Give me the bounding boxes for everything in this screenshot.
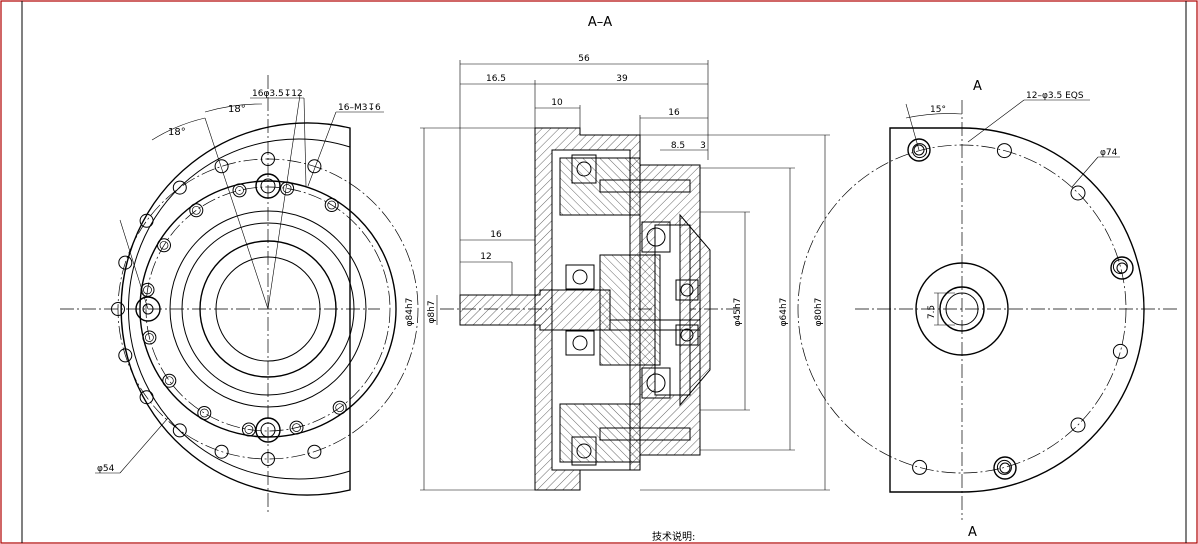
bolt-hole — [261, 452, 275, 466]
section-marker-top: A — [973, 79, 982, 94]
bolt-hole-thread — [282, 184, 292, 193]
bolt-hole — [214, 159, 229, 174]
bolt-hole — [139, 213, 154, 228]
left-pcd-inner — [145, 186, 391, 432]
right-holes-callout: 12–φ3.5 EQS — [1026, 91, 1084, 101]
bolt-hole — [197, 406, 212, 420]
bolt-hole-thread — [159, 240, 169, 250]
right-pcd-label: φ74 — [1100, 148, 1118, 158]
dia-45: φ45h7 — [733, 298, 743, 327]
bolt-hole — [232, 183, 247, 198]
bolt-hole — [118, 348, 133, 363]
dim-16-shaft: 16 — [490, 230, 502, 240]
bolt-hole-thread — [164, 376, 174, 386]
bolt-hole — [1070, 185, 1086, 201]
bolt-hole — [280, 181, 295, 196]
bolt-hole — [307, 444, 322, 459]
left-pcd-label: φ54 — [97, 464, 115, 474]
bolt-hole-thread — [235, 186, 244, 195]
section-dimensions — [420, 60, 830, 491]
bolt-hole — [912, 459, 928, 475]
bolt-hole — [157, 238, 171, 253]
left-holes-callout: 16φ3.5↧12 — [252, 89, 303, 99]
bolt-hole — [261, 152, 275, 166]
right-pcd — [797, 144, 1127, 474]
dim-12: 12 — [480, 252, 491, 262]
right-dim-7-5: 7.5 — [927, 305, 937, 319]
bolt-hole — [142, 330, 157, 345]
section-title: A–A — [588, 15, 612, 30]
bolt-hole — [139, 390, 154, 405]
dim-8-5: 8.5 — [671, 141, 685, 151]
bolt-hole — [307, 159, 322, 174]
bolt-hole-thread — [327, 200, 337, 210]
bolt-hole-thread — [191, 205, 201, 215]
bolt-hole — [214, 444, 229, 459]
dim-10: 10 — [551, 98, 563, 108]
bolt-hole — [996, 459, 1012, 475]
dim-3: 3 — [700, 141, 706, 151]
bearings — [565, 154, 699, 466]
bolt-hole — [324, 198, 339, 212]
right-angle: 15° — [930, 105, 946, 115]
left-threads-callout: 16–M3↧6 — [338, 103, 381, 113]
bolt-hole — [332, 400, 347, 415]
bolt-hole — [289, 420, 304, 435]
bolt-hole-thread — [335, 403, 345, 413]
section-marker-bottom: A — [968, 525, 977, 540]
left-pcd-outer — [117, 158, 419, 460]
bolt-hole — [996, 143, 1012, 159]
bolt-hole — [172, 423, 187, 438]
dim-16-top: 16 — [668, 108, 680, 118]
bolt-hole — [189, 203, 204, 218]
bolt-hole — [162, 373, 177, 388]
dia-8: φ8h7 — [427, 300, 437, 323]
left-angle-2: 18° — [228, 104, 246, 115]
bolt-hole — [912, 143, 928, 159]
bolt-hole — [118, 255, 133, 270]
bolt-hole — [111, 302, 125, 316]
notes-heading: 技术说明: — [652, 530, 695, 543]
bolt-hole — [1112, 259, 1128, 275]
dia-80: φ80h7 — [814, 298, 824, 327]
bolt-hole-thread — [145, 333, 154, 342]
dim-body: 39 — [616, 74, 628, 84]
dia-64: φ64h7 — [779, 298, 789, 327]
left-end-view: 18° 18° 16φ3.5↧12 16–M3↧6 φ54 — [60, 75, 419, 515]
bolt-hole — [1070, 417, 1086, 433]
bolt-hole — [1112, 343, 1128, 359]
dia-84: φ84h7 — [405, 298, 415, 327]
bolt-hole — [172, 180, 187, 195]
section-view: 56 16.5 39 10 16 8.5 3 16 12 φ84h7 φ8h7 … — [405, 54, 830, 491]
bolt-hole-thread — [292, 423, 301, 432]
right-bolt-holes — [912, 143, 1128, 475]
right-end-view: 7.5 15° 12–φ3.5 EQS φ74 A A — [797, 79, 1180, 540]
dim-flange: 16.5 — [486, 74, 506, 84]
dim-overall: 56 — [578, 54, 590, 64]
left-bolt-holes — [111, 152, 347, 466]
bolt-hole-thread — [199, 408, 209, 418]
bolt-hole-thread — [244, 425, 254, 434]
left-angle-1: 18° — [168, 127, 186, 138]
bolt-hole-thread — [143, 285, 152, 295]
